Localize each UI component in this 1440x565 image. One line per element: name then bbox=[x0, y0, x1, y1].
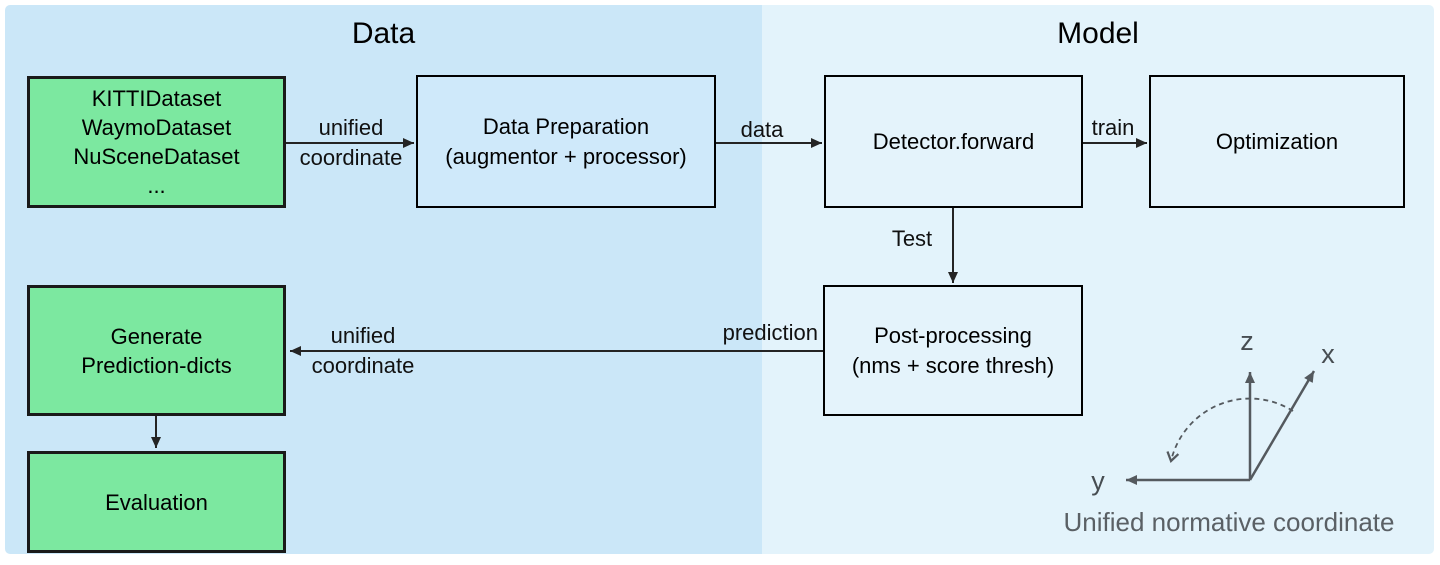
z-axis-label: z bbox=[1240, 326, 1254, 356]
model-region-title: Model bbox=[1057, 17, 1139, 50]
node-generate-prediction-dicts: Generate Prediction-dicts bbox=[27, 285, 286, 416]
coordinate-caption: Unified normative coordinate bbox=[1063, 507, 1395, 537]
node-detector-forward-line1: Detector.forward bbox=[872, 128, 1035, 154]
node-data-preparation: Data Preparation (augmentor + processor) bbox=[416, 75, 716, 208]
edge-label-unified-top-line1: unified bbox=[318, 115, 384, 140]
data-region-title: Data bbox=[351, 17, 416, 50]
edge-label-unified-bottom-line2: coordinate bbox=[311, 353, 415, 378]
node-post-processing: Post-processing (nms + score thresh) bbox=[823, 285, 1083, 416]
edge-label-unified-bottom-line1: unified bbox=[330, 323, 396, 348]
node-optimization: Optimization bbox=[1149, 75, 1405, 208]
node-data-preparation-line2: (augmentor + processor) bbox=[445, 143, 687, 169]
edge-label-unified-coordinate-top: unified coordinate bbox=[251, 113, 451, 173]
edge-label-data: data bbox=[740, 117, 784, 142]
node-data-preparation-line1: Data Preparation bbox=[482, 113, 650, 139]
node-datasets-line1: KITTIDataset bbox=[91, 86, 222, 111]
y-axis-label: y bbox=[1091, 466, 1105, 496]
node-detector-forward: Detector.forward bbox=[824, 75, 1083, 208]
edge-label-prediction: prediction bbox=[722, 320, 818, 345]
node-post-processing-line1: Post-processing bbox=[874, 322, 1032, 348]
edge-label-train: train bbox=[1091, 115, 1135, 140]
node-optimization-line1: Optimization bbox=[1215, 128, 1339, 154]
node-datasets: KITTIDataset WaymoDataset NuSceneDataset… bbox=[27, 76, 286, 208]
node-generate-prediction-dicts-line2: Prediction-dicts bbox=[81, 352, 232, 378]
edge-label-unified-top-line2: coordinate bbox=[299, 145, 403, 170]
node-generate-prediction-dicts-line1: Generate bbox=[110, 323, 203, 349]
x-axis-label: x bbox=[1321, 339, 1335, 369]
node-evaluation: Evaluation bbox=[27, 451, 286, 553]
node-post-processing-line2: (nms + score thresh) bbox=[851, 352, 1055, 378]
edge-label-test: Test bbox=[891, 226, 933, 251]
node-datasets-line4: ... bbox=[147, 173, 166, 198]
node-datasets-line3: NuSceneDataset bbox=[73, 144, 240, 169]
edge-label-unified-coordinate-bottom: unified coordinate bbox=[263, 321, 463, 381]
node-datasets-line2: WaymoDataset bbox=[81, 115, 232, 140]
node-evaluation-line1: Evaluation bbox=[105, 489, 208, 515]
